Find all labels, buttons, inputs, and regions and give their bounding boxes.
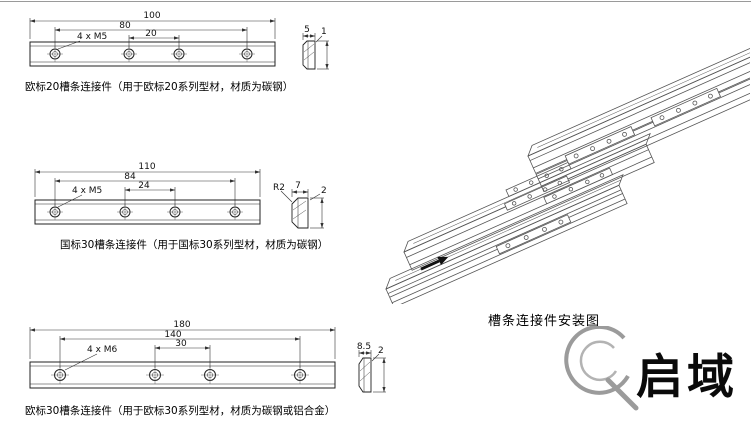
profile-bar-rear — [403, 132, 655, 271]
slot-strip-connector — [543, 167, 614, 205]
brand-name: 启域 — [636, 349, 738, 405]
slot-strip-connector — [564, 126, 636, 165]
insert-direction-arrow-icon — [420, 256, 449, 271]
euro30-section-view — [358, 357, 372, 393]
loose-slot-strips — [503, 161, 572, 211]
joined-profile-assembly — [527, 45, 750, 193]
thread-callout: 4 x M5 — [77, 32, 107, 42]
figure-caption: 国标30槽条连接件（用于国标30系列型材，材质为碳钢） — [60, 239, 329, 251]
slot-strip-connector — [495, 214, 572, 255]
installation-caption: 槽条连接件安装图 — [488, 314, 601, 329]
dim-span: 80 — [119, 21, 131, 31]
hole-center-marks — [47, 46, 255, 62]
section-width-dim: 5 — [304, 25, 310, 35]
dim-overall: 100 — [143, 11, 160, 21]
figure-caption: 欧标30槽条连接件（用于欧标30系列型材，材质为碳钢或铝合金） — [25, 405, 336, 417]
dim-pitch: 20 — [145, 29, 157, 39]
figure-caption: 欧标20槽条连接件（用于欧标20系列型材，材质为碳钢） — [25, 81, 294, 93]
q-swirl-icon — [564, 326, 639, 411]
dim-pitch: 30 — [175, 339, 187, 349]
figure-euro30: 180 140 30 4 x M6 — [25, 316, 390, 418]
hole-center-marks — [51, 366, 309, 384]
section-thickness-dim: 2 — [321, 186, 327, 196]
section-radius-dim: R2 — [273, 183, 285, 193]
brand-logo: 启域 — [552, 326, 738, 418]
dim-span: 140 — [164, 330, 181, 340]
thread-callout: 4 x M5 — [72, 186, 102, 196]
section-thickness-dim: 1 — [321, 27, 327, 37]
gb30-drawing: 110 84 24 4 x M5 — [34, 162, 327, 229]
figure-gb30: 110 84 24 4 x M5 — [30, 156, 360, 252]
top-divider — [0, 1, 751, 2]
hole-center-marks — [47, 204, 243, 220]
figure-euro20: 100 80 20 4 x M5 — [25, 8, 370, 94]
dim-span: 84 — [124, 172, 136, 182]
profile-bar-front — [385, 173, 628, 304]
dim-overall: 110 — [138, 162, 155, 172]
euro20-drawing: 100 80 20 4 x M5 — [29, 11, 329, 70]
installation-drawing — [385, 45, 750, 304]
thread-callout: 4 x M6 — [87, 345, 118, 355]
gb30-section-view — [291, 197, 309, 229]
euro30-drawing: 180 140 30 4 x M6 — [29, 320, 386, 393]
dim-overall: 180 — [173, 320, 190, 330]
section-width-dim: 8.5 — [357, 342, 371, 352]
slot-strip-connector — [650, 87, 721, 127]
euro20-section-view — [302, 40, 316, 70]
section-thickness-dim: 2 — [378, 346, 384, 356]
dim-pitch: 24 — [138, 181, 150, 191]
section-width-dim: 7 — [295, 181, 301, 191]
